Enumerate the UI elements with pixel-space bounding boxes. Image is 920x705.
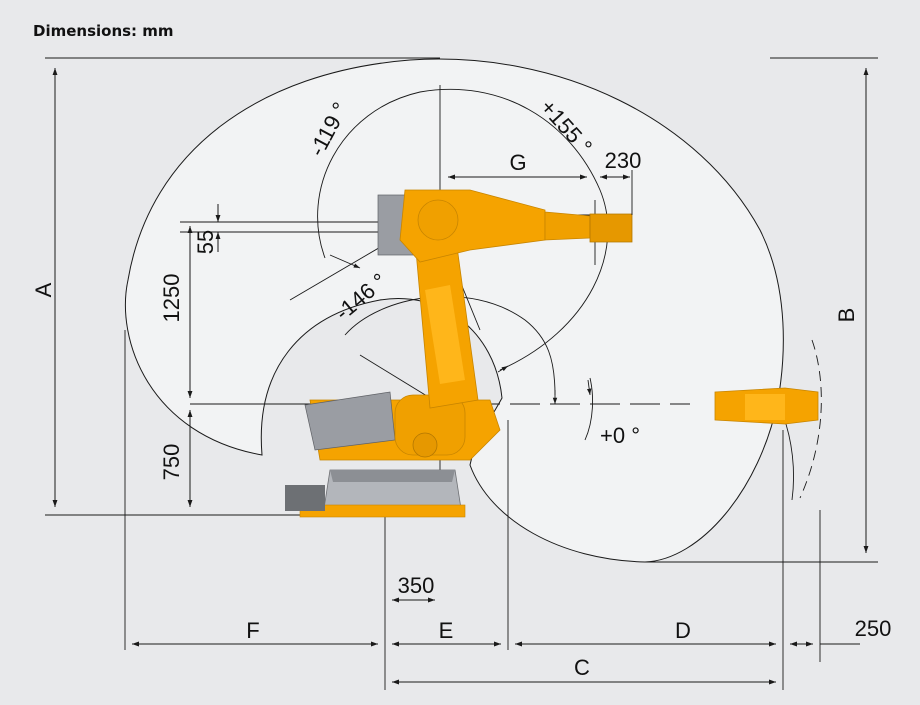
angle-label-plus-0: +0 °: [600, 423, 640, 448]
dim-label-D: D: [675, 618, 691, 643]
robot-base: [285, 469, 466, 518]
page-title: Dimensions: mm: [33, 22, 174, 40]
robot-column: [304, 391, 501, 461]
dim-label-250: 250: [855, 616, 892, 641]
dim-label-350: 350: [398, 573, 435, 598]
dim-label-1250: 1250: [159, 274, 184, 323]
range-arc-joint3: [344, 296, 556, 396]
robot-lower-arm: [414, 231, 479, 409]
dim-label-E: E: [439, 618, 454, 643]
dim-label-G: G: [509, 150, 526, 175]
dim-label-A: A: [31, 282, 56, 297]
range-arc-joint2: [317, 88, 609, 371]
dim-label-C: C: [574, 655, 590, 680]
robot-arm-extended: [714, 387, 819, 425]
robot-upper-arm: [377, 189, 633, 263]
dim-label-750: 750: [159, 444, 184, 481]
dim-label-230: 230: [605, 148, 642, 173]
dim-label-55: 55: [193, 230, 218, 254]
dim-label-B: B: [834, 308, 859, 323]
dim-label-F: F: [246, 618, 259, 643]
